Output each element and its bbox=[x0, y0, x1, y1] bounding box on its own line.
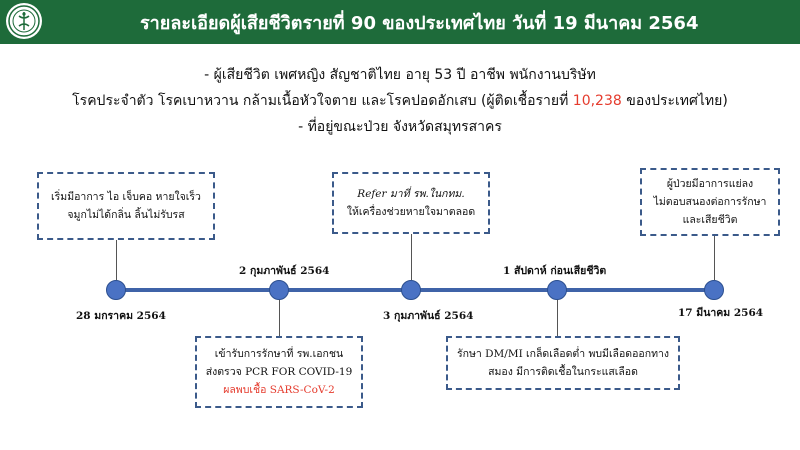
event-death-line2: ไม่ตอบสนองต่อการรักษา bbox=[653, 196, 767, 208]
event-death-line3: และเสียชีวิต bbox=[682, 214, 738, 226]
event-box-week-before: รักษา DM/MI เกล็ดเลือดต่ำ พบมีเลือดออกทา… bbox=[446, 336, 680, 390]
conditions-text: โรคประจำตัว โรคเบาหวาน กล้ามเนื้อหัวใจตา… bbox=[72, 93, 569, 109]
event-onset-line2: จมูกไม่ได้กลิ่น ลิ้นไม่รับรส bbox=[67, 209, 185, 221]
connector-onset bbox=[116, 240, 117, 280]
event-refer-line2: ให้เครื่องช่วยหายใจมาตลอด bbox=[346, 206, 476, 218]
event-admit-result: ผลพบเชื้อ SARS-CoV-2 bbox=[223, 384, 335, 396]
event-box-refer: Refer มาที่ รพ.ในกทม. ให้เครื่องช่วยหายใ… bbox=[332, 172, 490, 234]
timeline-node-mar17 bbox=[704, 280, 724, 300]
header-bar: รายละเอียดผู้เสียชีวิตรายที่ 90 ของประเท… bbox=[0, 0, 800, 44]
date-label-feb2: 2 กุมภาพันธ์ 2564 bbox=[239, 265, 330, 277]
connector-admit bbox=[279, 298, 280, 336]
event-admit-line1: เข้ารับการรักษาที่ รพ.เอกชน bbox=[214, 348, 344, 360]
summary-line-residence: - ที่อยู่ขณะป่วย จังหวัดสมุทรสาคร bbox=[298, 119, 502, 135]
ministry-seal-icon bbox=[6, 3, 42, 39]
connector-week bbox=[557, 298, 558, 336]
date-label-feb3: 3 กุมภาพันธ์ 2564 bbox=[383, 310, 474, 322]
date-label-jan28: 28 มกราคม 2564 bbox=[76, 310, 166, 322]
date-label-one-week: 1 สัปดาห์ ก่อนเสียชีวิต bbox=[503, 265, 607, 277]
conditions-suffix: ของประเทศไทย) bbox=[626, 93, 728, 109]
timeline-node-jan28 bbox=[106, 280, 126, 300]
event-refer-line1: Refer มาที่ รพ.ในกทม. bbox=[357, 188, 465, 200]
summary-line-demographics: - ผู้เสียชีวิต เพศหญิง สัญชาติไทย อายุ 5… bbox=[204, 67, 596, 83]
event-box-onset: เริ่มมีอาการ ไอ เจ็บคอ หายใจเร็ว จมูกไม่… bbox=[37, 172, 215, 240]
date-label-mar17: 17 มีนาคม 2564 bbox=[678, 307, 764, 319]
connector-death bbox=[714, 236, 715, 280]
event-death-line1: ผู้ป่วยมีอาการแย่ลง bbox=[666, 178, 754, 190]
event-week-line2: สมอง มีการติดเชื้อในกระแสเลือด bbox=[488, 366, 638, 378]
event-admit-line2: ส่งตรวจ PCR FOR COVID-19 bbox=[205, 366, 353, 378]
timeline-node-feb3 bbox=[401, 280, 421, 300]
timeline-node-feb2 bbox=[269, 280, 289, 300]
event-week-line1: รักษา DM/MI เกล็ดเลือดต่ำ พบมีเลือดออกทา… bbox=[456, 348, 670, 360]
summary-line-conditions: โรคประจำตัว โรคเบาหวาน กล้ามเนื้อหัวใจตา… bbox=[0, 88, 800, 114]
event-box-admit: เข้ารับการรักษาที่ รพ.เอกชน ส่งตรวจ PCR … bbox=[195, 336, 363, 408]
connector-refer bbox=[411, 234, 412, 280]
case-number: 10,238 bbox=[572, 93, 622, 109]
case-summary: - ผู้เสียชีวิต เพศหญิง สัญชาติไทย อายุ 5… bbox=[0, 62, 800, 140]
timeline-node-week-before bbox=[547, 280, 567, 300]
event-box-death: ผู้ป่วยมีอาการแย่ลง ไม่ตอบสนองต่อการรักษ… bbox=[640, 168, 780, 236]
page-title: รายละเอียดผู้เสียชีวิตรายที่ 90 ของประเท… bbox=[140, 13, 699, 34]
event-onset-line1: เริ่มมีอาการ ไอ เจ็บคอ หายใจเร็ว bbox=[51, 191, 201, 203]
